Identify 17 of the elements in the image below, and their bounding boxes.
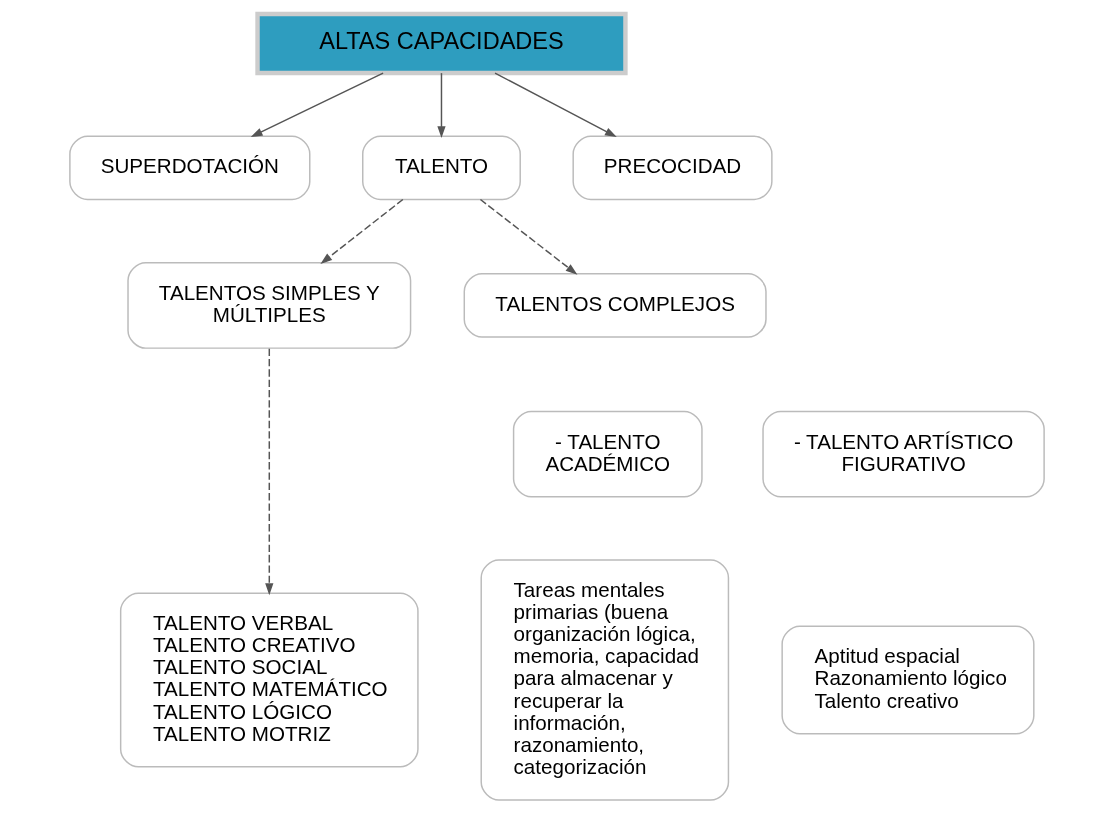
arrow bbox=[250, 72, 384, 137]
node-box: TALENTOS COMPLEJOS bbox=[463, 273, 767, 338]
node-box: - TALENTO ACADÉMICO bbox=[512, 410, 703, 498]
arrow bbox=[493, 72, 617, 138]
node-box: TALENTO bbox=[361, 135, 521, 201]
node-box: ALTAS CAPACIDADES bbox=[254, 11, 628, 76]
node-box: Tareas mentales primarias (buena organización lógica, memoria, capacidad para almacenar y recuperar la información, razonamiento, categorización bbox=[479, 559, 729, 801]
node-box: - TALENTO ARTÍSTICO FIGURATIVO bbox=[761, 410, 1045, 498]
arrow bbox=[479, 198, 577, 275]
arrow bbox=[436, 72, 446, 139]
node-box: TALENTOS SIMPLES Y MÚLTIPLES bbox=[126, 262, 411, 349]
node-box: SUPERDOTACIÓN bbox=[68, 135, 310, 201]
node-box: PRECOCIDAD bbox=[571, 135, 773, 201]
arrow bbox=[319, 198, 404, 264]
arrow bbox=[264, 348, 273, 596]
node-box: Aptitud espacial Razonamiento lógico Talento creativo bbox=[780, 625, 1035, 735]
node-box: TALENTO VERBAL TALENTO CREATIVO TALENTO SOCIAL TALENTO MATEMÁTICO TALENTO LÓGICO TALENTO MOTRIZ bbox=[119, 592, 419, 768]
